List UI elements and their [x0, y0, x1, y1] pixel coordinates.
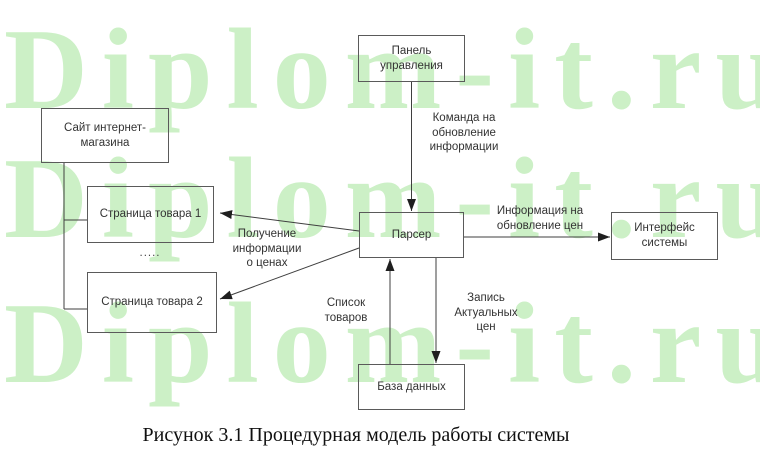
- node-product-page-2: Страница товара 2: [87, 272, 217, 333]
- edge-parser-to-page2: [219, 247, 360, 300]
- node-parser: Парсер: [359, 212, 464, 258]
- edge-label-write-prices: Запись Актуальных цен: [454, 292, 518, 333]
- watermark-text: Diplom-it.ru: [4, 280, 760, 408]
- node-database: База данных: [358, 364, 465, 410]
- node-online-store-site: Сайт интернет- магазина: [41, 108, 169, 163]
- edge-label-update-command: Команда на обновление информации: [429, 112, 499, 153]
- edge-parser-to-page1: [219, 210, 360, 232]
- edge-label-price-update-info: Информация на обновление цен: [496, 205, 584, 232]
- pages-ellipsis: .....: [139, 247, 161, 259]
- edge-label-product-list: Список товаров: [324, 297, 368, 324]
- edge-label-get-price-info: Получение информации о ценах: [232, 228, 302, 269]
- node-product-page-1: Страница товара 1: [87, 186, 214, 243]
- node-system-interface: Интерфейс системы: [611, 212, 718, 260]
- figure-caption: Рисунок 3.1 Процедурная модель работы си…: [142, 424, 570, 446]
- watermark-text: Diplom-it.ru: [4, 135, 760, 263]
- node-control-panel: Панель управления: [358, 35, 465, 82]
